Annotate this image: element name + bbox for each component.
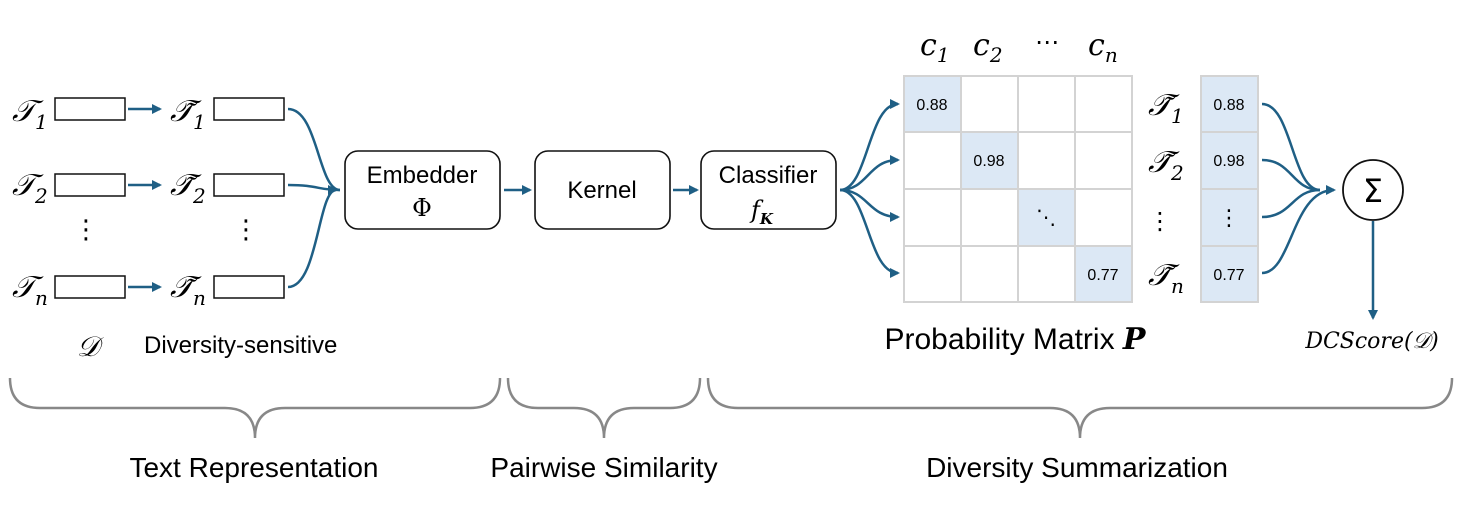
matrix-value-22: 0.98 (973, 153, 1004, 170)
classifier-label: Classifier (719, 162, 818, 189)
vector-value-n: 0.77 (1213, 267, 1244, 284)
transformed-bars (213, 97, 285, 299)
row-label-n: 𝒯̃n (1148, 258, 1184, 298)
transform-arrows (128, 104, 162, 292)
classifier-output-curves (839, 99, 900, 278)
probability-matrix: 0.88 0.98 ⋱ 0.77 (903, 75, 1133, 303)
row-label-2: 𝒯̃2 (1148, 145, 1184, 185)
matrix-cell-22 (961, 132, 1018, 189)
out-curve-2 (839, 155, 900, 192)
stage-label-text-representation: Text Representation (129, 452, 378, 483)
matrix-value-11: 0.88 (916, 97, 947, 114)
curve-1 (287, 107, 341, 192)
transformed-text-n: 𝒯̃n (170, 270, 206, 310)
transformed-text-1: 𝒯̃1 (170, 94, 206, 134)
out-curve-1 (839, 99, 900, 192)
input-text-1: 𝒯1 (12, 94, 48, 134)
matrix-caption: Probability Matrix P (885, 322, 1147, 357)
vector-value-2: 0.98 (1213, 153, 1244, 170)
transformed-texts: 𝒯̃1 𝒯̃2 ⋮ 𝒯̃n (170, 94, 259, 310)
col-header-ellipsis: ⋯ (1035, 29, 1059, 56)
vector-value-ellipsis: ⋮ (1218, 205, 1240, 230)
embedder-box: Embedder Φ (344, 150, 501, 230)
stage-label-diversity-summarization: Diversity Summarization (926, 452, 1228, 483)
input-bars (54, 97, 126, 299)
sum-curve-1 (1261, 102, 1321, 192)
vector-value-1: 0.88 (1213, 97, 1244, 114)
sum-node: Σ (1342, 159, 1404, 221)
out-curve-4 (839, 188, 900, 278)
matrix-value-33: ⋱ (1036, 207, 1056, 229)
transformed-bar-n (213, 275, 285, 299)
input-bar-1 (54, 97, 126, 121)
embedder-symbol: Φ (412, 194, 432, 222)
brace-pairwise-similarity (506, 377, 702, 439)
sum-curve-2 (1261, 158, 1321, 192)
kernel-label: Kernel (567, 177, 636, 204)
input-ellipsis: ⋮ (73, 214, 99, 244)
row-label-ellipsis: ⋮ (1148, 208, 1172, 235)
brace-text-representation (8, 377, 502, 439)
curve-n (287, 185, 338, 289)
matrix-column-headers: c1 c2 ⋯ cn (920, 28, 1118, 67)
out-curve-3 (839, 188, 900, 222)
sum-input-curves (1261, 102, 1336, 275)
transformed-text-2: 𝒯̃2 (170, 168, 206, 208)
sum-curve-3 (1261, 188, 1321, 219)
vector-row-labels: 𝒯̃1 𝒯̃2 ⋮ 𝒯̃n (1148, 88, 1184, 298)
brace-diversity-summarization (706, 377, 1454, 439)
matrix-cell-11 (904, 76, 961, 132)
input-bar-2 (54, 173, 126, 197)
matrix-cell-33 (1018, 189, 1075, 246)
stage-braces (8, 377, 1454, 439)
transformed-ellipsis: ⋮ (233, 214, 259, 244)
embedder-label: Embedder (367, 162, 478, 189)
input-text-n: 𝒯n (12, 270, 48, 310)
kernel-box: Kernel (534, 150, 671, 230)
col-header-1: c1 (920, 28, 950, 67)
dcscore-output: DCScore(𝒟) (1304, 329, 1438, 354)
col-header-2: c2 (973, 28, 1003, 67)
sum-symbol: Σ (1363, 172, 1383, 210)
input-text-2: 𝒯2 (12, 168, 48, 208)
stage-label-pairwise-similarity: Pairwise Similarity (490, 452, 717, 483)
matrix-value-nn: 0.77 (1087, 267, 1118, 284)
transformed-bar-2 (213, 173, 285, 197)
diagonal-vector: 0.88 0.98 ⋮ 0.77 (1200, 75, 1259, 303)
dataset-label: 𝒟 (77, 330, 104, 363)
sum-curve-4 (1261, 185, 1336, 275)
transform-label: Diversity-sensitive (144, 332, 337, 359)
transformed-bar-1 (213, 97, 285, 121)
embedder-input-curves (287, 107, 341, 289)
matrix-cell-nn (1075, 246, 1132, 302)
row-label-1: 𝒯̃1 (1148, 88, 1184, 128)
classifier-box: Classifier fK (700, 150, 837, 230)
input-bar-n (54, 275, 126, 299)
col-header-n: cn (1088, 28, 1118, 67)
matrix-grid-lines (903, 75, 1133, 303)
